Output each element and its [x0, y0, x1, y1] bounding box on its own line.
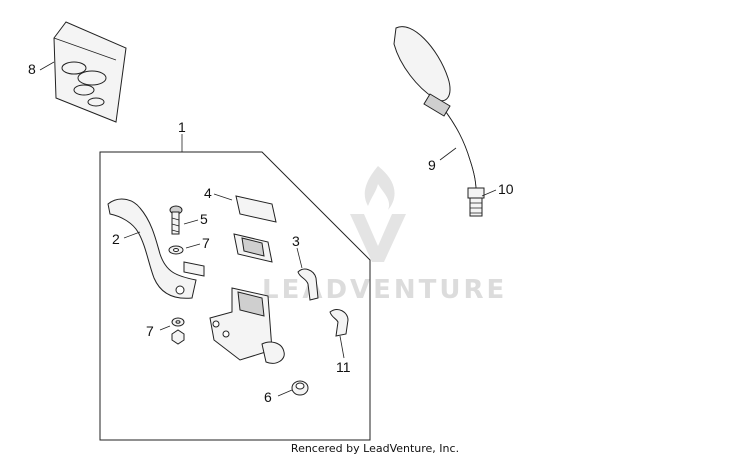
- callout-10: 10: [498, 181, 514, 197]
- part-2-lever: [107, 198, 205, 299]
- assembly-frame: [99, 151, 371, 441]
- callout-4: 4: [204, 185, 212, 201]
- callout-1: 1: [178, 119, 186, 135]
- part-9-mirror: [393, 26, 477, 191]
- part-6-boot: [291, 380, 309, 396]
- part-3-clamp: [297, 268, 319, 301]
- part-10-mirror-base: [467, 187, 485, 217]
- leader-lines: [39, 61, 497, 397]
- callout-11: 11: [336, 359, 351, 375]
- render-credit-footer: Rencered by LeadVenture, Inc.: [291, 442, 459, 455]
- master-cylinder-body: [209, 287, 285, 364]
- watermark-brand-text: LEADVENTURE: [262, 275, 507, 305]
- callout-3: 3: [292, 233, 300, 249]
- part-8-kit-bag: [53, 21, 127, 123]
- callout-9: 9: [428, 157, 436, 173]
- flame-v-logo-icon: [364, 166, 395, 210]
- callout-5: 5: [200, 211, 208, 227]
- part-4-reservoir-cap: [233, 195, 277, 263]
- callout-2: 2: [112, 231, 120, 247]
- part-7-washer-nut-lower: [171, 317, 185, 345]
- leadventure-watermark: LEADVENTURE: [262, 166, 507, 305]
- callout-6: 6: [264, 389, 272, 405]
- v-logo-mark: [350, 214, 406, 262]
- callout-8: 8: [28, 61, 36, 77]
- part-11-clamp: [329, 309, 349, 337]
- part-5-screw: [169, 205, 183, 235]
- callout-7-upper: 7: [202, 235, 210, 251]
- callout-7-lower: 7: [146, 323, 154, 339]
- callout-labels: 1 2 3 4 5 6 7 7 8 9 10 11: [28, 61, 514, 405]
